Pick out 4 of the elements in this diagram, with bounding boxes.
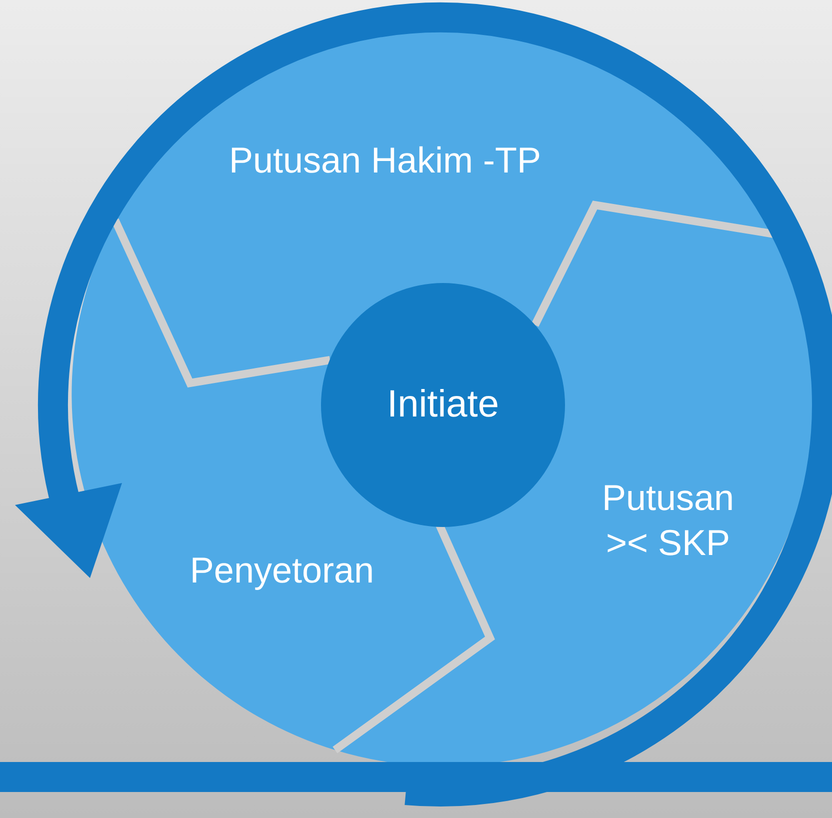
segment-label: Penyetoran — [188, 548, 376, 592]
segment-label: Putusan >< SKP — [600, 476, 736, 565]
segment-label: Initiate — [386, 382, 500, 428]
segment-label: Putusan Hakim -TP — [228, 138, 542, 182]
